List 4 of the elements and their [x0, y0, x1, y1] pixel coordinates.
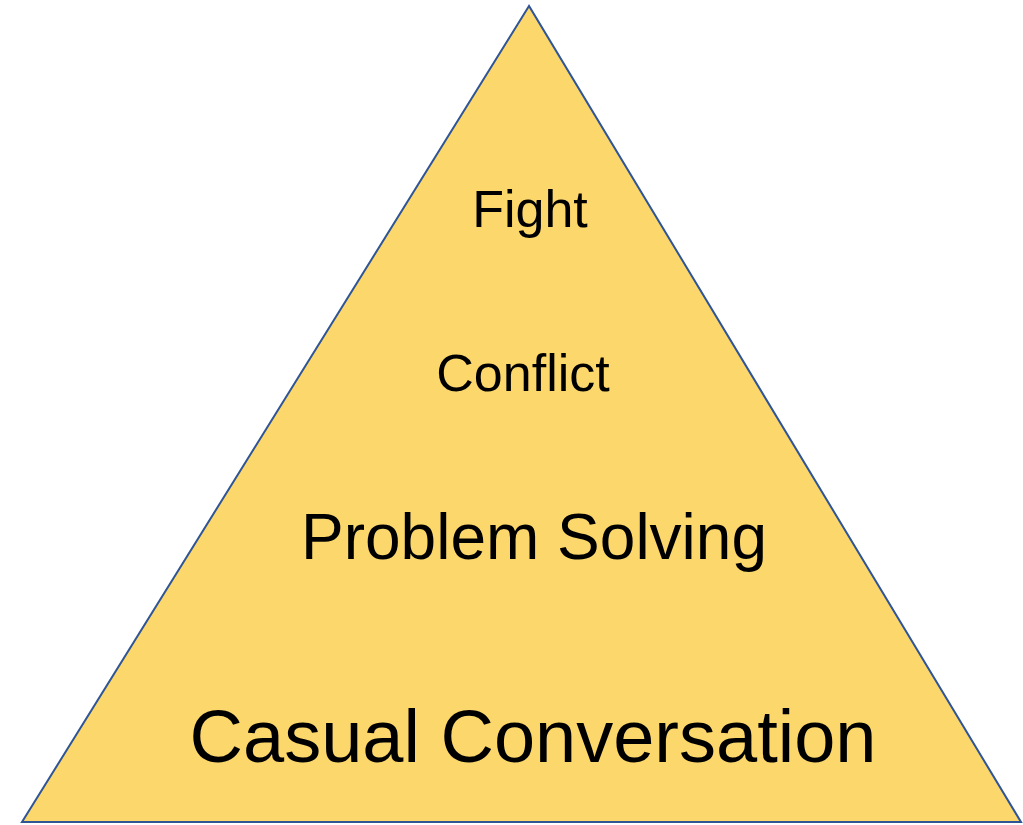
tier-label: Fight — [472, 181, 588, 239]
tier-label: Casual Conversation — [189, 696, 877, 778]
tier-label: Conflict — [436, 345, 610, 403]
tier-label: Problem Solving — [301, 501, 767, 573]
